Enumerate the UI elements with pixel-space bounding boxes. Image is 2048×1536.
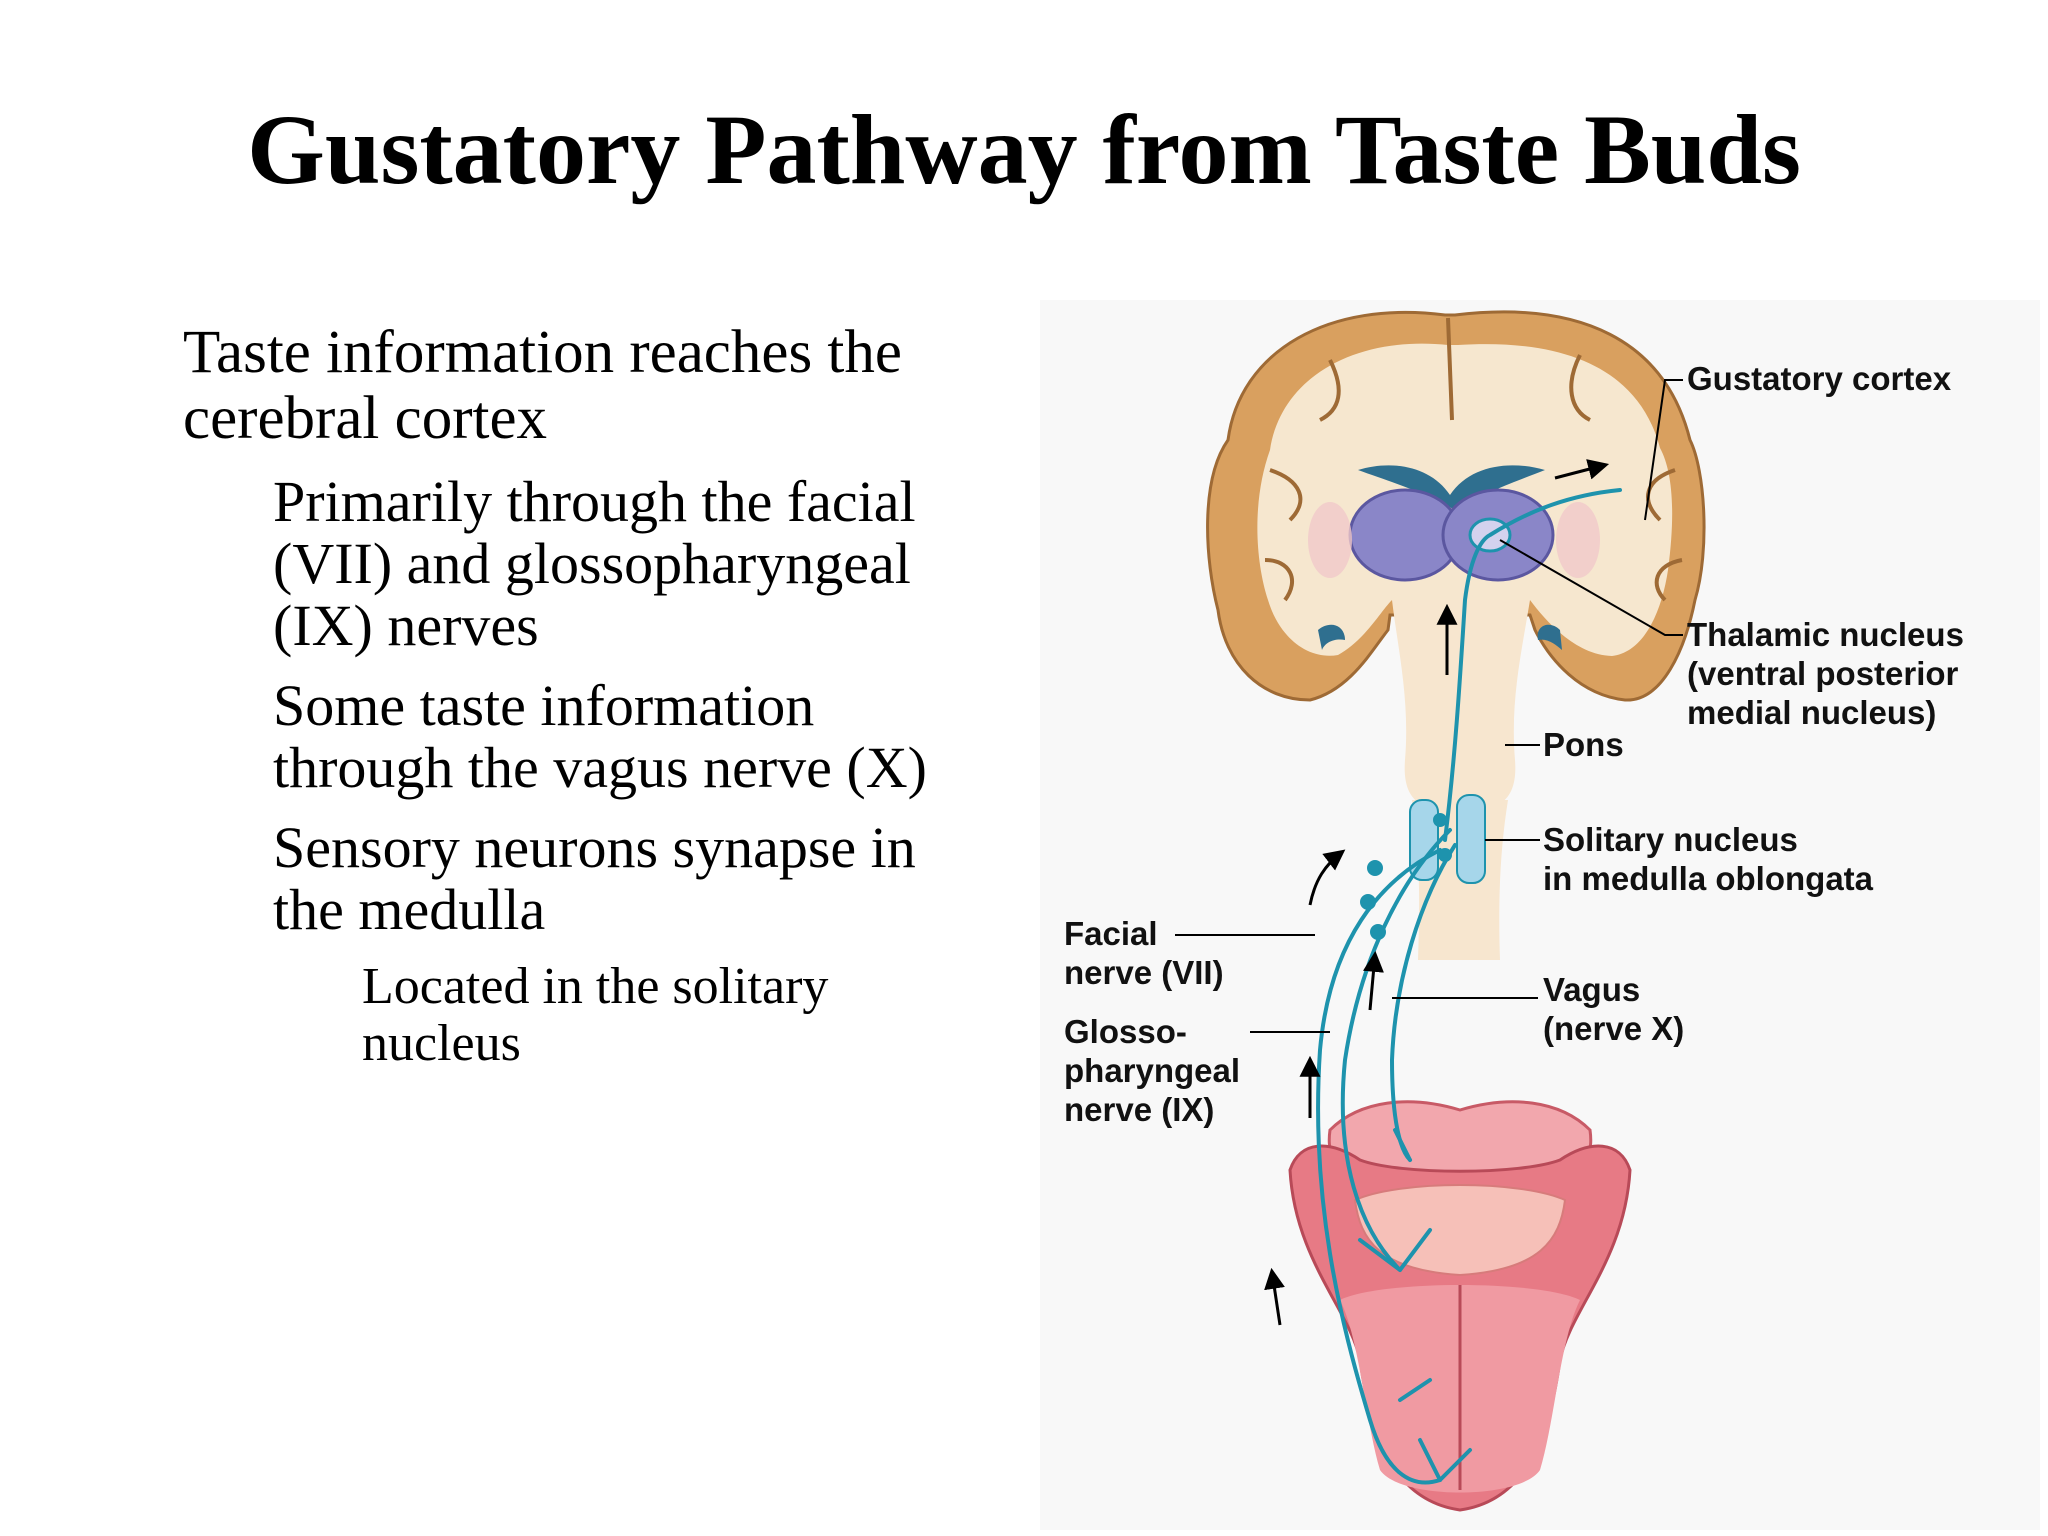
solitary-nucleus-right bbox=[1456, 794, 1486, 884]
synapse bbox=[1433, 813, 1447, 827]
label-line: (ventral posterior bbox=[1687, 655, 1959, 692]
lingual-branches bbox=[1358, 1128, 1472, 1482]
label-line: medial nucleus) bbox=[1687, 694, 1936, 731]
synapse bbox=[1438, 848, 1452, 862]
label-vagus-nerve: Vagus (nerve X) bbox=[1543, 971, 1684, 1047]
label-leader-lines bbox=[1175, 379, 1683, 1033]
brainstem bbox=[1392, 600, 1530, 960]
label-solitary-nucleus: Solitary nucleus in medulla oblongata bbox=[1543, 821, 1874, 897]
signal-direction-arrows bbox=[1264, 459, 1610, 1326]
label-line: Vagus bbox=[1543, 971, 1640, 1008]
bullet-vagus: Some taste information through the vagus… bbox=[273, 675, 927, 799]
nerve-fibers bbox=[1316, 488, 1622, 1485]
label-facial-nerve: Facial nerve (VII) bbox=[1064, 915, 1224, 991]
ascending-tract bbox=[1443, 488, 1622, 842]
bullet-main: Taste information reaches the cerebral c… bbox=[183, 320, 902, 452]
basal-ganglia-left bbox=[1308, 502, 1352, 578]
leader-thalamic-nucleus bbox=[1499, 539, 1683, 636]
bullet-line: Primarily through the facial bbox=[273, 469, 916, 534]
basal-ganglia-right bbox=[1556, 502, 1600, 578]
bullet-medulla: Sensory neurons synapse in the medulla bbox=[273, 817, 916, 941]
label-glossopharyngeal-nerve: Glosso- pharyngeal nerve (IX) bbox=[1064, 1013, 1249, 1128]
lateral-ventricles bbox=[1358, 465, 1545, 510]
label-gustatory-cortex: Gustatory cortex bbox=[1687, 360, 1952, 397]
bullet-line: the medulla bbox=[273, 877, 546, 942]
label-line: Glosso- bbox=[1064, 1013, 1187, 1050]
brain-coronal-section bbox=[1206, 310, 1706, 702]
synapse bbox=[1360, 894, 1376, 910]
bullet-line: Taste information reaches the bbox=[183, 319, 902, 386]
synapse bbox=[1370, 924, 1386, 940]
pons bbox=[1392, 600, 1530, 812]
label-line: Facial bbox=[1064, 915, 1158, 952]
bullet-line: Located in the solitary bbox=[362, 958, 829, 1015]
bullet-line: Sensory neurons synapse in bbox=[273, 815, 916, 880]
label-line: nerve (VII) bbox=[1064, 954, 1224, 991]
label-thalamic-nucleus: Thalamic nucleus (ventral posterior medi… bbox=[1687, 616, 1973, 731]
facial-nerve-fiber bbox=[1316, 848, 1442, 1485]
label-line: Solitary nucleus bbox=[1543, 821, 1798, 858]
glossopharyngeal-nerve-fiber bbox=[1340, 828, 1452, 1272]
label-line: pharyngeal bbox=[1064, 1052, 1240, 1089]
circumvallate-papillae bbox=[1353, 1184, 1567, 1277]
label-line: in medulla oblongata bbox=[1543, 860, 1874, 897]
up-arrow bbox=[1264, 1267, 1285, 1326]
bullet-solitary: Located in the solitary nucleus bbox=[362, 958, 828, 1072]
bullet-line: nucleus bbox=[362, 1015, 521, 1072]
leader-gustatory-cortex bbox=[1644, 379, 1683, 521]
temporal-horn-right bbox=[1537, 624, 1562, 650]
label-line: Thalamic nucleus bbox=[1687, 616, 1964, 653]
bullet-line: cerebral cortex bbox=[183, 385, 548, 452]
bullet-line: Some taste information bbox=[273, 673, 815, 738]
up-arrow bbox=[1363, 950, 1384, 1011]
label-pons: Pons bbox=[1543, 726, 1624, 763]
up-arrow bbox=[1308, 849, 1346, 906]
synapse bbox=[1367, 860, 1383, 876]
bullet-line: (IX) nerves bbox=[273, 593, 539, 658]
label-line: (nerve X) bbox=[1543, 1010, 1684, 1047]
bullet-line: (VII) and glossopharyngeal bbox=[273, 531, 911, 596]
slide-title: Gustatory Pathway from Taste Buds bbox=[247, 94, 1801, 205]
bullet-facial-glosso: Primarily through the facial (VII) and g… bbox=[273, 471, 916, 657]
gyri-folds bbox=[1264, 317, 1683, 602]
cortex-arrow bbox=[1554, 459, 1610, 480]
temporal-horn-left bbox=[1318, 624, 1345, 650]
solitary-nucleus-left bbox=[1409, 799, 1439, 881]
bullet-line: through the vagus nerve (X) bbox=[273, 735, 927, 800]
label-line: nerve (IX) bbox=[1064, 1091, 1214, 1128]
